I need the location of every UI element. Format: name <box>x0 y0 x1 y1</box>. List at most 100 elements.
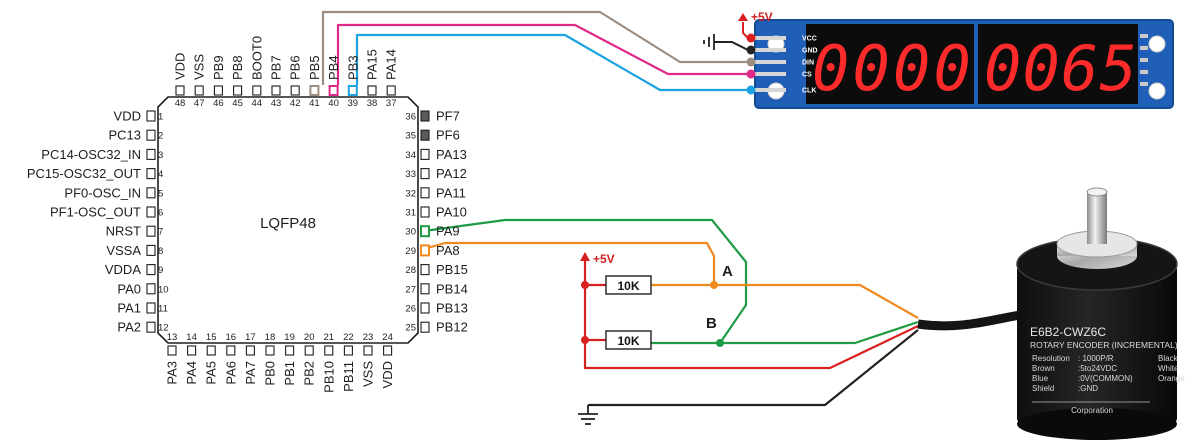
pin-pad <box>420 302 430 314</box>
pin-dot-gnd <box>746 45 756 55</box>
pin-number: 19 <box>284 332 295 343</box>
pin-pad <box>363 345 373 356</box>
display-gnd-line <box>714 41 749 51</box>
chip-name: LQFP48 <box>260 215 316 232</box>
pin-label: PB9 <box>211 55 226 80</box>
circuit-vcc-label: +5V <box>593 252 615 266</box>
pin-pad <box>290 85 300 96</box>
pin-label: PA3 <box>165 361 180 385</box>
left-pin-row: 1VDD2PC133PC14-OSC32_IN4PC15-OSC32_OUT5P… <box>27 109 169 335</box>
pin-pad <box>146 168 156 180</box>
wire-a <box>423 241 716 287</box>
pin-pad <box>420 187 430 199</box>
pin-pad <box>304 345 314 356</box>
pin-number: 43 <box>271 98 282 109</box>
pin-number: 18 <box>265 332 276 343</box>
pin-label: PF1-OSC_OUT <box>50 205 141 220</box>
pin-pad <box>146 302 156 314</box>
encoder-body <box>1017 264 1177 424</box>
led-digit: 0 <box>853 32 890 105</box>
pin-pad <box>226 345 236 356</box>
pin-label: PA1 <box>117 301 141 316</box>
vcc-arrow-icon <box>580 252 590 261</box>
pin-label: PB13 <box>436 301 468 316</box>
pin-pad <box>328 85 339 96</box>
pin-label: PA4 <box>184 361 199 385</box>
pin-pad <box>146 264 156 276</box>
pin-number: 20 <box>304 332 315 343</box>
pin-pad <box>271 85 281 96</box>
module-pin-label: CS <box>802 72 812 79</box>
pin-number: 44 <box>252 98 263 109</box>
display-left-block <box>806 24 974 104</box>
pin-pad <box>343 345 353 356</box>
pin-label: PA12 <box>436 166 467 181</box>
pin-number: 26 <box>405 304 416 315</box>
bottom-pin-row: 13PA314PA415PA516PA617PA718PB019PB120PB2… <box>165 332 396 393</box>
pin-label: PB8 <box>230 55 245 80</box>
pin-number: 47 <box>194 98 205 109</box>
pin-number: 8 <box>158 246 163 257</box>
pin-pad <box>167 345 177 356</box>
led-digit: 0 <box>812 32 849 105</box>
vcc-arrow-head-icon <box>738 13 748 21</box>
pin-dot-din <box>746 57 756 67</box>
pin-number: 30 <box>405 227 416 238</box>
wire-din <box>321 10 748 85</box>
display-vcc-label: +5V <box>751 10 773 24</box>
wire-vcc <box>583 260 919 370</box>
mount-hole-right <box>1148 35 1166 53</box>
pin-number: 23 <box>363 332 374 343</box>
right-header-pin <box>1140 82 1148 86</box>
pin-number: 41 <box>309 98 320 109</box>
pin-label: PB7 <box>269 55 284 80</box>
pin-number: 5 <box>158 188 163 199</box>
top-pin-row: 48VDD47VSS46PB945PB844BOOT043PB742PB641P… <box>173 36 399 109</box>
pin-label: PA13 <box>436 147 467 162</box>
pin-label: PF0-OSC_IN <box>64 185 141 200</box>
resistor-b-label: 10K <box>617 334 639 348</box>
pin-label: PC13 <box>108 128 141 143</box>
header-pin <box>752 36 786 40</box>
pin-pad <box>245 345 255 356</box>
rotary-encoder: E6B2-CWZ6C ROTARY ENCODER (INCREMENTAL) … <box>1016 187 1185 440</box>
pin-pad <box>175 85 185 96</box>
led-digit: 6 <box>1061 32 1098 105</box>
pin-pad <box>146 321 156 333</box>
pin-number: 15 <box>206 332 217 343</box>
pin-number: 14 <box>186 332 197 343</box>
header-pin <box>752 88 786 92</box>
encoder-bottom-rim <box>1017 408 1177 440</box>
header-pin <box>752 60 786 64</box>
pin-label: PB3 <box>345 55 360 80</box>
led-digit: 0 <box>934 32 971 105</box>
pin-number: 13 <box>167 332 178 343</box>
header-pin <box>752 48 786 52</box>
led-digit: 0 <box>893 32 930 105</box>
vcc-arrow-line <box>742 22 749 39</box>
pin-number: 35 <box>405 131 416 142</box>
pin-label: PA9 <box>436 224 460 239</box>
pin-number: 4 <box>158 169 163 180</box>
right-header-pin <box>1140 70 1148 74</box>
pin-pad <box>420 168 430 180</box>
pin-label: BOOT0 <box>249 36 264 80</box>
encoder-wire-color: White <box>1158 364 1179 373</box>
pin-pad <box>420 244 430 257</box>
pin-label: PB10 <box>321 361 336 393</box>
pin-pad <box>146 283 156 295</box>
pullup-circuit: +5V 10K 10K A B <box>578 252 733 425</box>
encoder-spec-key: Brown <box>1032 364 1055 373</box>
pin-number: 17 <box>245 332 256 343</box>
encoder-maker: Corporation <box>1071 406 1113 415</box>
wires <box>321 10 1021 407</box>
pin-pad <box>206 345 216 356</box>
mcu-chip: LQFP48 1VDD2PC133PC14-OSC32_IN4PC15-OSC3… <box>27 36 468 393</box>
pin-pad <box>420 148 430 160</box>
encoder-spec-key: Resolution <box>1032 354 1070 363</box>
module-pin-label: GND <box>802 48 818 55</box>
junction-a <box>710 281 718 289</box>
pin-pad <box>252 85 262 96</box>
